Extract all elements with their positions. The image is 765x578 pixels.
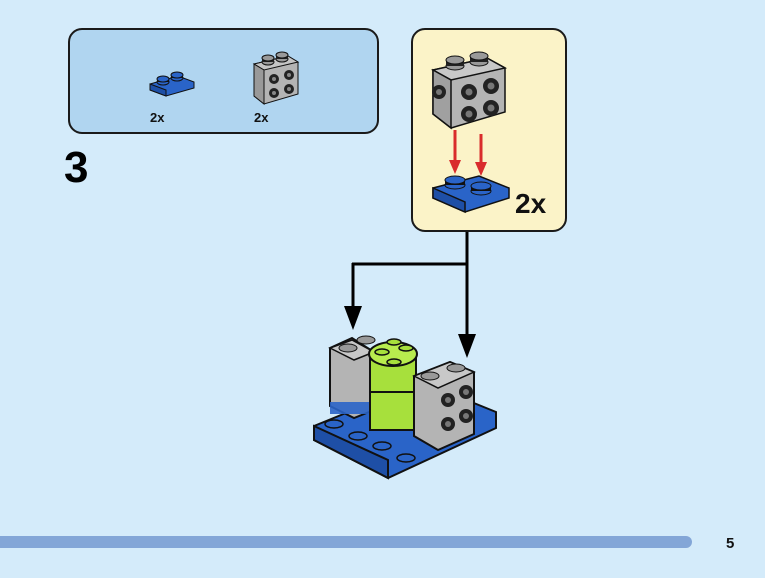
step-number: 3 — [64, 143, 89, 192]
part-quantity: 2x — [254, 110, 269, 125]
gray-brick-side-studs-icon — [252, 51, 300, 106]
placement-arrows — [344, 232, 476, 358]
parts-list-box: 2x 2x — [68, 28, 379, 134]
page-number: 5 — [726, 535, 735, 552]
arrow-head — [344, 306, 362, 330]
footer-bar — [0, 536, 692, 548]
arrow-head — [458, 334, 476, 358]
blue-plate-1x2-icon — [149, 71, 195, 97]
subassembly-callout: 2x — [411, 28, 567, 232]
gray-brick-side-studs-icon — [430, 51, 508, 130]
part-quantity: 2x — [150, 110, 165, 125]
blue-plate-1x2-icon — [432, 175, 510, 214]
assembled-model-icon — [313, 335, 497, 480]
callout-quantity: 2x — [515, 188, 547, 219]
red-arrows-icon — [449, 130, 487, 176]
